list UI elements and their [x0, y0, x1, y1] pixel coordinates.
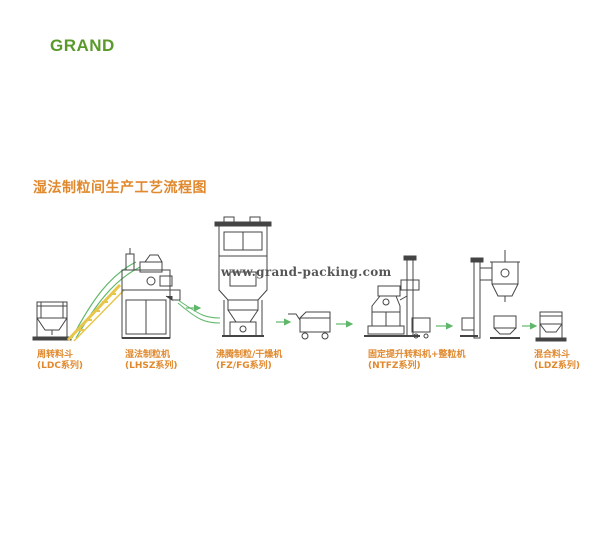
watermark-url: www.grand-packing.com: [221, 265, 392, 279]
transfer-bin-icon: [32, 301, 72, 341]
station-label: 周转料斗 (LDC系列): [37, 350, 83, 372]
brand-logo: GRAND: [50, 36, 115, 55]
station-name: 湿法制粒机: [125, 350, 171, 360]
station-label: 沸腾制粒/干燥机 (FZ/FG系列): [216, 350, 282, 372]
wet-granulator-icon: [66, 248, 181, 342]
station-name: 混合料斗: [534, 350, 571, 360]
station-name: 沸腾制粒/干燥机: [216, 350, 283, 360]
transfer-cart-icon: [288, 311, 331, 340]
fluid-bed-dryer-icon: [214, 216, 272, 337]
mixing-bin-icon: [535, 311, 567, 342]
station-label: 固定提升转料机+整粒机 (NTFZ系列): [368, 350, 466, 372]
lift-transfer-granulator-icon: [364, 255, 431, 339]
station-model: (LHSZ系列): [125, 361, 178, 371]
diagram-title: 湿法制粒间生产工艺流程图: [33, 180, 207, 196]
feed-line: [177, 299, 221, 319]
station-name: 周转料斗: [37, 350, 74, 360]
station-model: (NTFZ系列): [368, 361, 421, 371]
feed-line: [177, 302, 221, 324]
station-model: (FZ/FG系列): [216, 361, 272, 371]
station-label: 湿法制粒机 (LHSZ系列): [125, 350, 178, 372]
station-name: 固定提升转料机+整粒机: [368, 350, 466, 360]
station-label: 混合料斗 (LDZ系列): [534, 350, 580, 372]
lift-mixer-icon: [460, 250, 520, 339]
station-model: (LDZ系列): [534, 361, 580, 371]
station-model: (LDC系列): [37, 361, 84, 371]
